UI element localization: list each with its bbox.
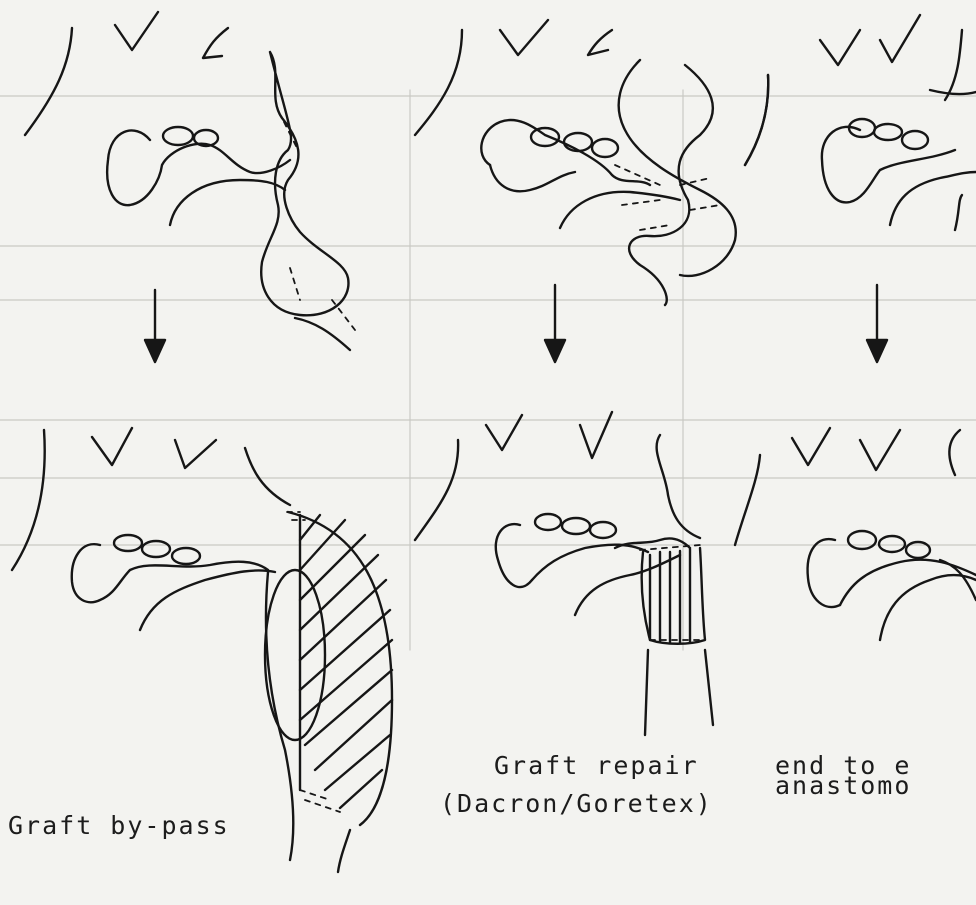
coarctation-before-2 [415,20,768,305]
coarctation-before-3 [745,15,976,230]
coarctation-before-1 [25,12,355,350]
graft-repair-diagram [415,412,760,735]
graft-bypass-label: Graft by-pass [8,812,230,840]
end-to-end-diagram [792,428,976,640]
arrow-2 [545,285,565,362]
graft-repair-label: Graft repair [494,752,699,780]
arrow-1 [145,290,165,362]
graft-bypass-diagram [12,428,392,872]
arrow-3 [867,285,887,362]
end-to-end-label-line2: anastomo [775,772,911,800]
graft-materials-label: (Dacron/Goretex) [440,790,713,818]
